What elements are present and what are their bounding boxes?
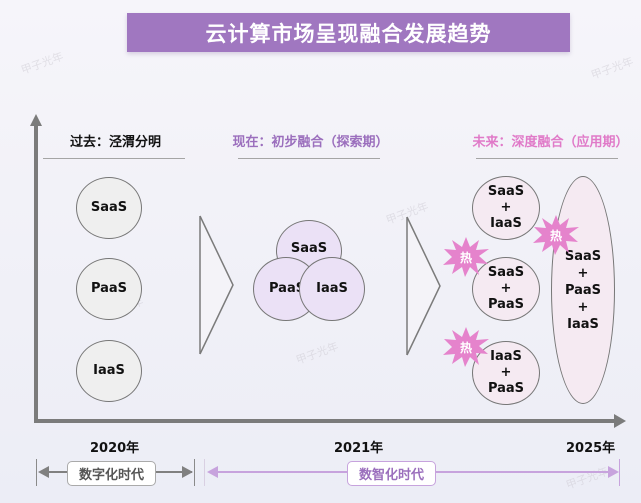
era-tick [194, 459, 195, 486]
hot-label: 热 [549, 228, 562, 243]
year-2020: 2020年 [90, 441, 140, 456]
year-2021: 2021年 [334, 441, 384, 456]
iaas-circle: IaaS [76, 340, 142, 402]
plus: + [500, 281, 512, 296]
saas-circle: SaaS [76, 177, 142, 239]
phase-future-heading: 未来：深度融合（应用期） [472, 135, 629, 150]
intelligent-era-label: 数智化时代 [347, 461, 436, 486]
page-title: 云计算市场呈现融合发展趋势 [127, 13, 570, 52]
iaas-circle: IaaS [299, 257, 365, 321]
era-tick [204, 459, 205, 486]
iaas-paas-circle: IaaS + PaaS [472, 341, 540, 405]
era-tick [619, 459, 620, 486]
phase-present-heading: 现在：初步融合（探索期） [232, 135, 389, 150]
x-axis [34, 419, 616, 423]
label: IaaS [567, 316, 599, 332]
arrow-left-icon [207, 466, 218, 478]
chevron-right-icon [406, 216, 442, 356]
watermark: 甲子光年 [589, 54, 636, 83]
plus: + [500, 365, 512, 380]
label: IaaS [490, 216, 522, 231]
y-axis [34, 125, 38, 420]
plus: + [577, 265, 589, 281]
hot-burst-icon: 热 [533, 215, 579, 255]
watermark: 甲子光年 [564, 464, 611, 493]
paas-circle: PaaS [76, 258, 142, 320]
y-axis-arrow-icon [30, 114, 42, 126]
divider [238, 158, 380, 159]
hot-burst-icon: 热 [443, 327, 489, 367]
label: PaaS [487, 297, 525, 312]
arrow-left-icon [38, 466, 49, 478]
divider [43, 158, 185, 159]
label: PaaS [564, 282, 602, 298]
saas-paas-circle: SaaS + PaaS [472, 257, 540, 321]
hot-label: 热 [459, 340, 472, 355]
plus: + [500, 200, 512, 215]
label: SaaS [564, 248, 602, 264]
arrow-right-icon [182, 466, 193, 478]
digital-era-label: 数字化时代 [67, 461, 156, 486]
watermark: 甲子光年 [294, 339, 341, 368]
divider [476, 158, 618, 159]
phase-past-heading: 过去：泾渭分明 [69, 135, 161, 150]
plus: + [577, 299, 589, 315]
watermark: 甲子光年 [19, 49, 66, 78]
chevron-right-icon [199, 215, 235, 355]
saas-paas-iaas-ellipse: SaaS + PaaS + IaaS [551, 176, 615, 404]
label: PaaS [487, 381, 525, 396]
label: SaaS [487, 265, 525, 280]
label: IaaS [490, 349, 522, 364]
x-axis-arrow-icon [614, 414, 626, 428]
saas-iaas-circle: SaaS + IaaS [472, 176, 540, 240]
hot-burst-icon: 热 [443, 237, 489, 277]
arrow-right-icon [608, 466, 619, 478]
year-2025: 2025年 [566, 441, 616, 456]
label: SaaS [487, 184, 525, 199]
hot-label: 热 [459, 250, 472, 265]
era-tick [36, 459, 37, 486]
